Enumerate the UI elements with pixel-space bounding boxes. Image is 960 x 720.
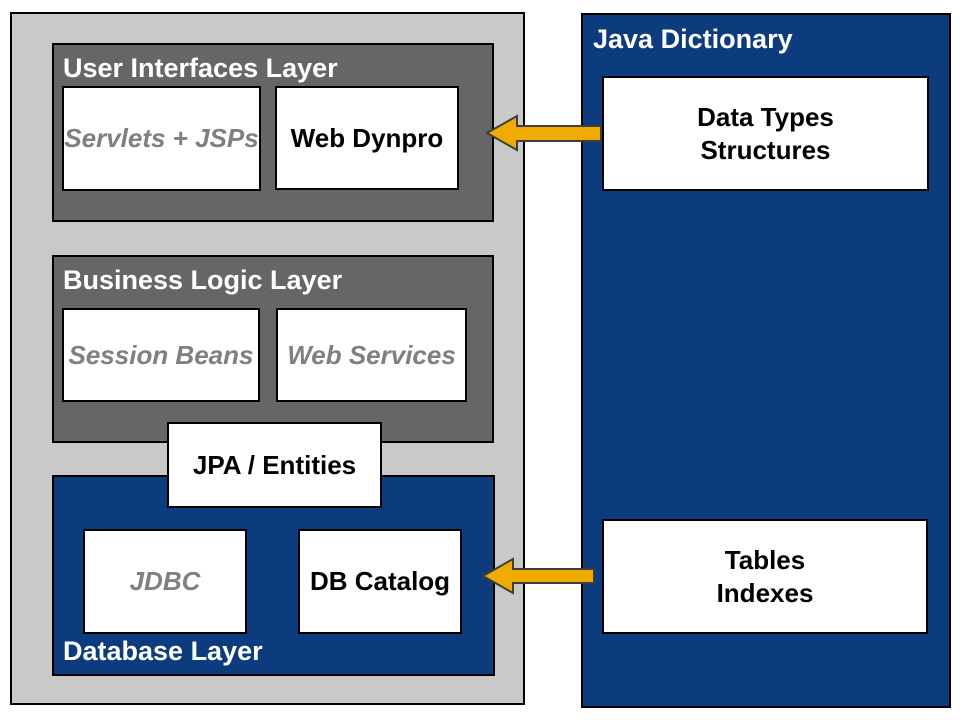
session-beans-label: Session Beans — [68, 339, 254, 370]
java-dictionary-title: Java Dictionary — [593, 24, 793, 54]
user-interfaces-layer: User Interfaces Layer Servlets + JSPs We… — [52, 43, 494, 222]
user-interfaces-layer-title: User Interfaces Layer — [63, 53, 338, 83]
db-catalog-label: DB Catalog — [309, 566, 451, 596]
jpa-entities-label: JPA / Entities — [192, 449, 357, 480]
web-services-box: Web Services — [276, 308, 467, 402]
indexes-label: Indexes — [716, 577, 814, 608]
jpa-entities-box: JPA / Entities — [167, 422, 382, 508]
database-layer: JDBC DB Catalog Database Layer — [52, 475, 495, 676]
tables-indexes-box: Tables Indexes — [602, 519, 928, 634]
structures-label: Structures — [700, 134, 831, 165]
java-dictionary-panel: Java Dictionary Data Types Structures Ta… — [581, 13, 951, 708]
business-logic-layer-title: Business Logic Layer — [63, 265, 343, 295]
data-types-structures-box: Data Types Structures — [602, 76, 929, 191]
web-services-label: Web Services — [287, 339, 456, 370]
database-layer-title: Database Layer — [63, 636, 263, 666]
data-types-label: Data Types — [697, 101, 834, 132]
business-logic-layer: Business Logic Layer Session Beans Web S… — [52, 255, 494, 443]
servlets-jsps-label: Servlets + JSPs — [64, 123, 259, 153]
jdbc-label: JDBC — [129, 566, 201, 596]
web-dynpro-label: Web Dynpro — [290, 122, 444, 153]
web-dynpro-box: Web Dynpro — [275, 86, 459, 190]
application-stack-container: User Interfaces Layer Servlets + JSPs We… — [10, 12, 525, 705]
tables-label: Tables — [724, 544, 806, 575]
db-catalog-box: DB Catalog — [298, 529, 462, 634]
jdbc-box: JDBC — [83, 529, 247, 634]
session-beans-box: Session Beans — [62, 308, 260, 402]
servlets-jsps-box: Servlets + JSPs — [62, 86, 261, 191]
